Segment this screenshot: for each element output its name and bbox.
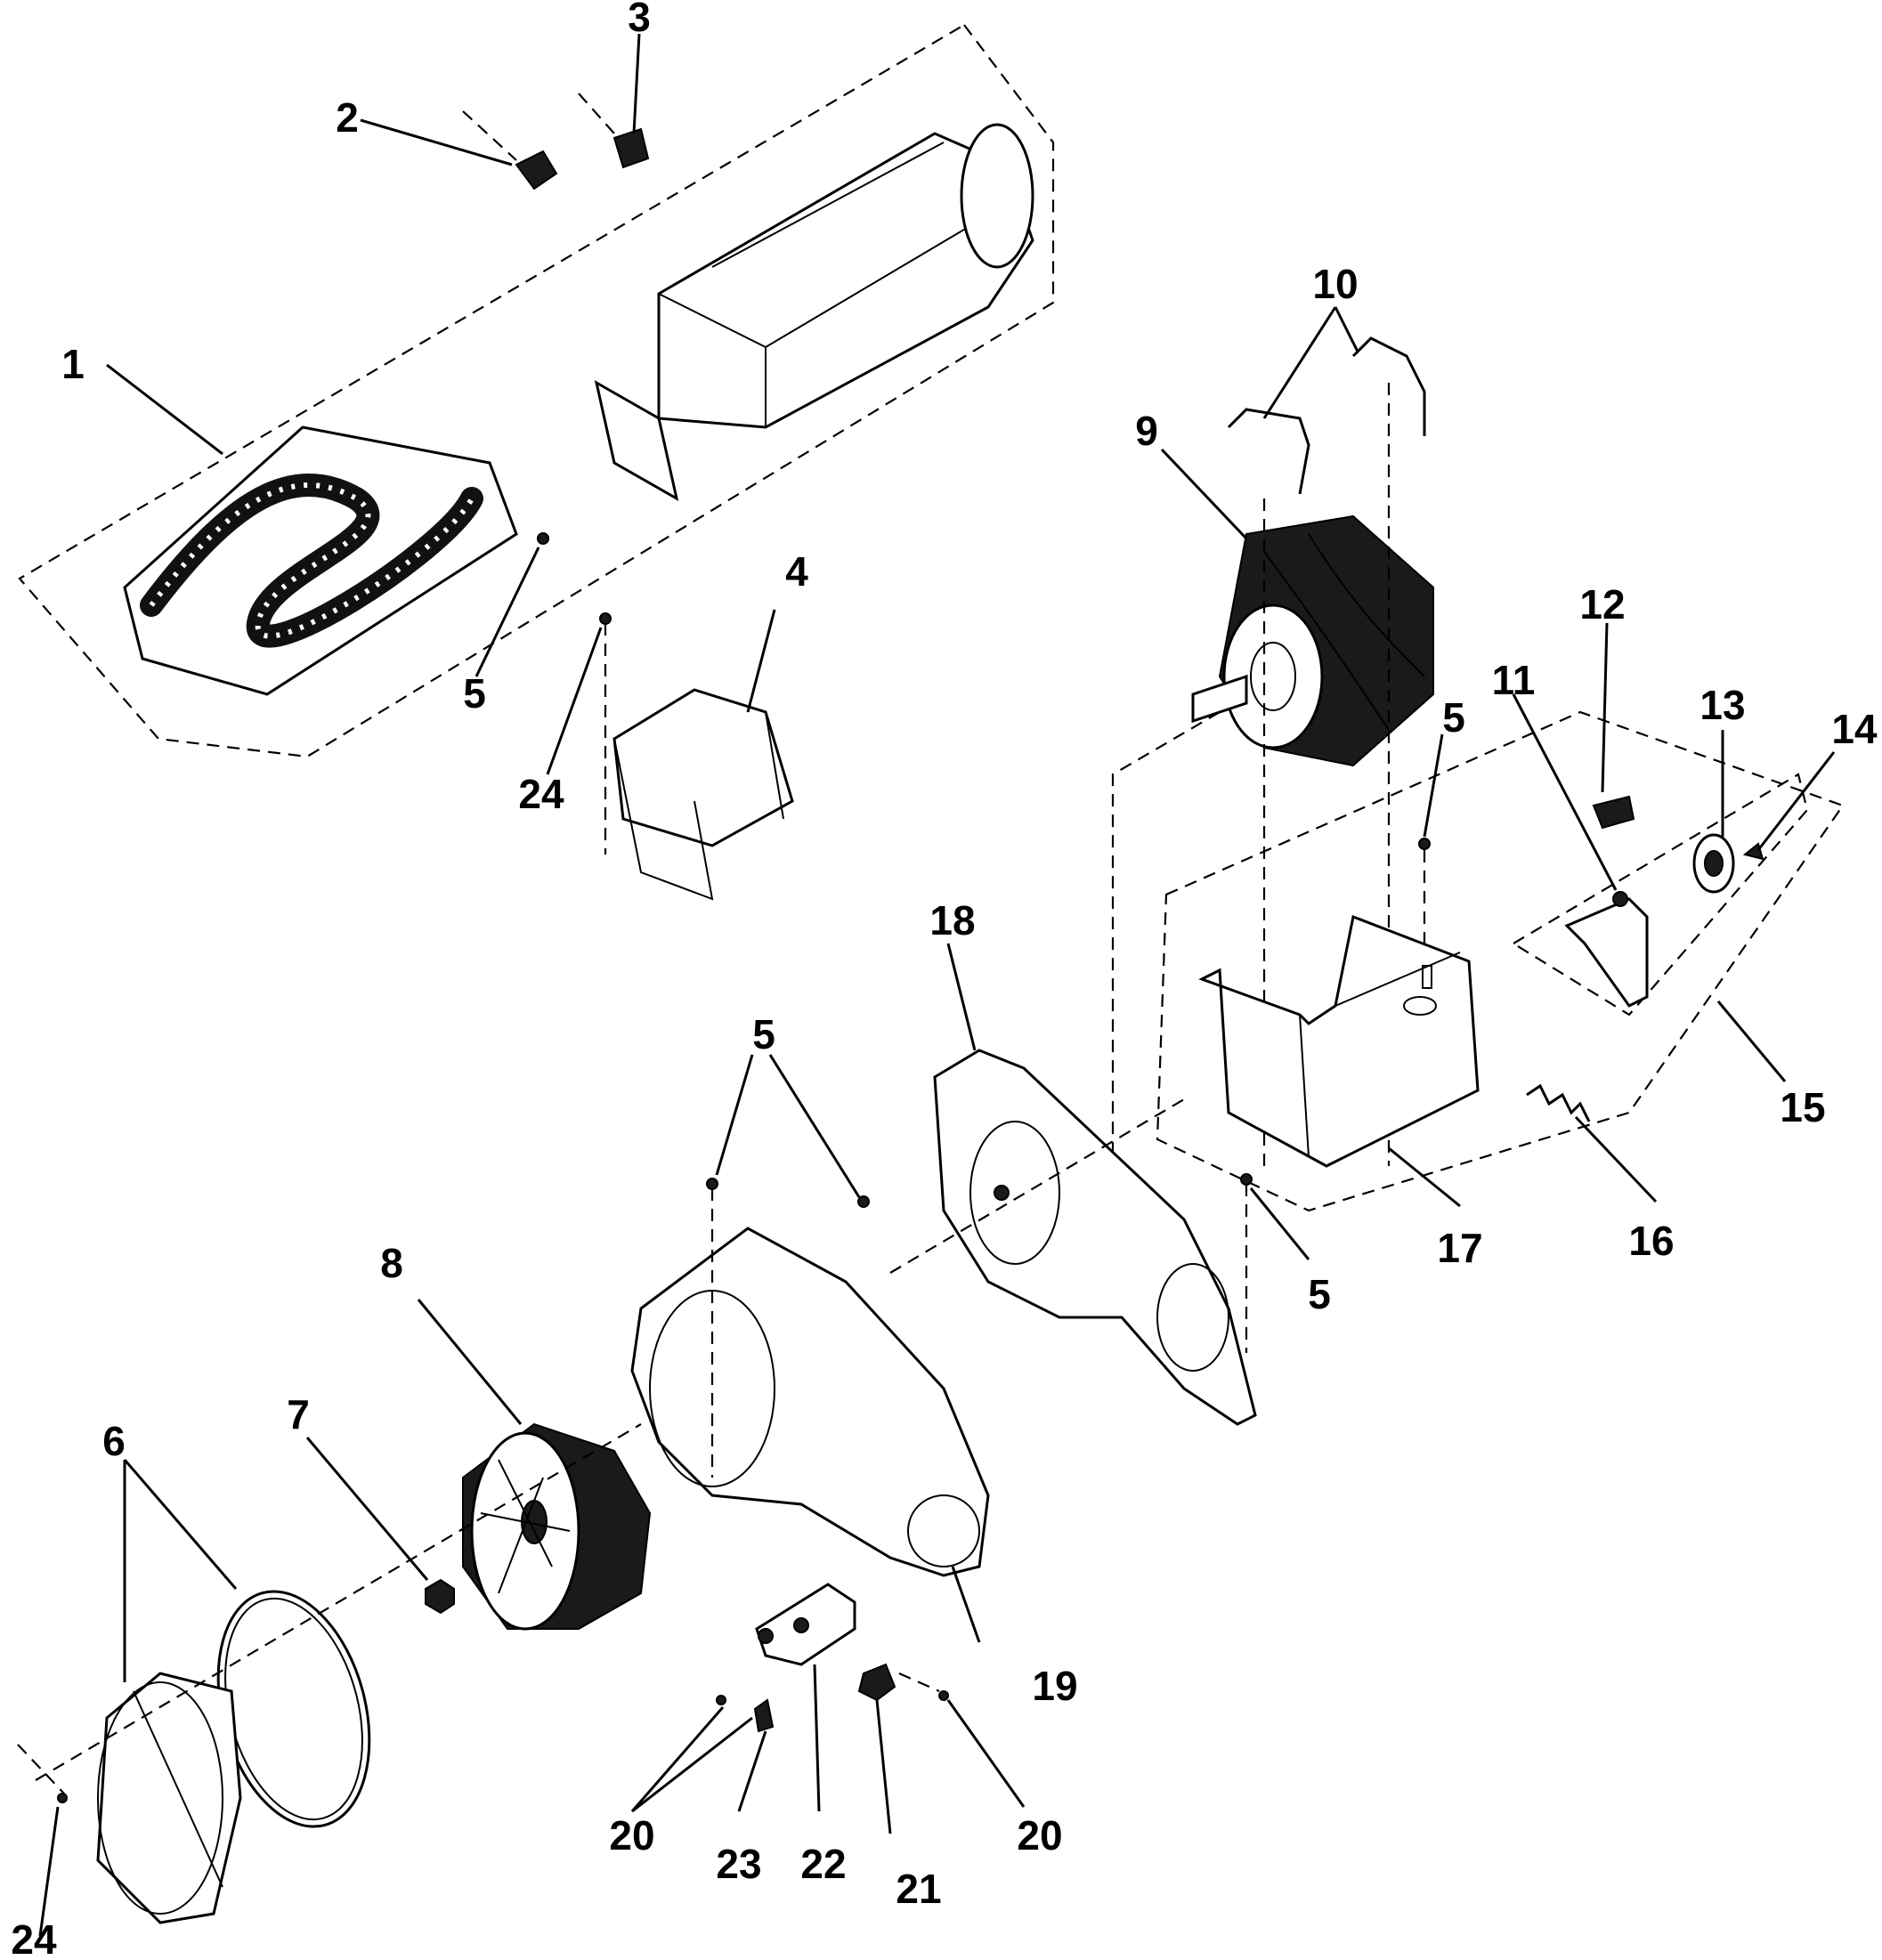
callout-21: 21	[896, 1866, 941, 1912]
callout-3: 3	[628, 0, 651, 40]
callout-5-heater: 5	[463, 670, 486, 717]
heater-housing	[594, 123, 1034, 501]
callout-17: 17	[1437, 1225, 1482, 1271]
heater-screw	[537, 532, 549, 545]
motor-clip-right	[1351, 336, 1426, 1166]
callout-15: 15	[1780, 1084, 1825, 1130]
callout-19: 19	[1032, 1663, 1077, 1709]
bracket-screw-right	[938, 1690, 949, 1701]
callout-16: 16	[1628, 1218, 1674, 1264]
callout-12: 12	[1579, 581, 1625, 628]
callout-labels: 1 2 3 4 5 24 10 9 12 11 13 14 5 15 16 17…	[11, 0, 1878, 1960]
callout-6: 6	[102, 1418, 126, 1464]
thermistor	[857, 1663, 896, 1702]
idler-pulley	[1692, 833, 1735, 894]
callout-10: 10	[1312, 261, 1358, 307]
callout-20-left: 20	[609, 1812, 654, 1859]
hi-limit-thermostat	[462, 110, 558, 190]
idler-arm	[1564, 897, 1649, 1008]
heater-assembly-group	[18, 23, 1055, 758]
idler-pin	[1612, 891, 1628, 907]
callout-20-right: 20	[1017, 1812, 1062, 1859]
bracket-screw-left	[716, 1695, 726, 1705]
motor-bracket	[599, 612, 794, 901]
callout-7: 7	[287, 1391, 310, 1438]
wheel-nut	[425, 1578, 455, 1615]
callout-22: 22	[800, 1841, 846, 1887]
drive-motor	[1111, 514, 1434, 1202]
retaining-clip	[1742, 842, 1764, 861]
callout-2: 2	[336, 94, 359, 141]
callout-24-bracket: 24	[518, 771, 564, 817]
callout-1: 1	[61, 341, 85, 387]
callout-14: 14	[1831, 706, 1878, 752]
sensor-bracket	[755, 1583, 856, 1666]
callout-11: 11	[1492, 657, 1536, 703]
callout-5-mount: 5	[1442, 694, 1465, 741]
idler-spring	[1526, 1083, 1591, 1122]
callout-5-cover: 5	[1308, 1271, 1331, 1317]
callout-24-duct: 24	[11, 1916, 57, 1960]
blower-housing-rear	[889, 1049, 1257, 1426]
door-switch	[1592, 795, 1635, 830]
thermal-fuse	[578, 93, 650, 169]
motor-mount-group	[1156, 710, 1845, 1212]
callout-4: 4	[785, 548, 808, 595]
blower-housing-front	[630, 1178, 990, 1577]
motor-mount	[1198, 914, 1480, 1168]
callout-23: 23	[716, 1841, 761, 1887]
callout-5-housing: 5	[752, 1011, 775, 1057]
callout-9: 9	[1135, 408, 1158, 454]
blower-wheel	[462, 1422, 652, 1631]
callout-18: 18	[929, 897, 975, 944]
heater-element	[123, 425, 518, 696]
leader-lines	[38, 33, 1836, 1937]
callout-8: 8	[380, 1240, 403, 1286]
callout-13: 13	[1699, 682, 1745, 728]
blower-inlet-duct	[17, 1423, 642, 1924]
sensor-clip	[753, 1698, 775, 1733]
